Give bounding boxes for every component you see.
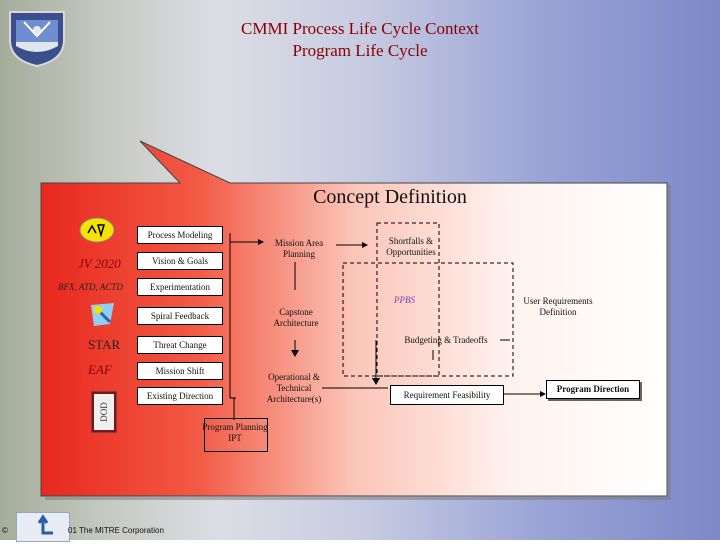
- footer-text: 01 The MITRE Corporation: [68, 526, 164, 535]
- capstone-architecture: Capstone Architecture: [273, 307, 319, 328]
- star-label: STAR: [88, 337, 121, 352]
- input-spiral-feedback: Spiral Feedback: [137, 307, 223, 325]
- input-vision-goals: Vision & Goals: [137, 252, 223, 270]
- copyright-symbol: ©: [2, 526, 8, 535]
- input-threat-change: Threat Change: [137, 336, 223, 354]
- page-subtitle: Program Life Cycle: [292, 41, 428, 60]
- operational-technical-architecture: Operational & Technical Architecture(s): [266, 372, 322, 404]
- user-requirements-definition: User Requirements Definition: [523, 296, 593, 317]
- book-icon: DOD: [91, 391, 117, 433]
- input-experimentation: Experimentation: [137, 278, 223, 296]
- mission-area-planning: Mission Area Planning: [274, 238, 324, 259]
- eaf-label: EAF: [88, 362, 112, 377]
- panel-title: Concept Definition: [313, 186, 467, 208]
- shortfalls-opportunities: Shortfalls & Opportunities: [386, 236, 436, 257]
- program-planning-ipt-label: Program Planning IPT: [202, 422, 268, 443]
- program-direction: Program Direction: [546, 380, 640, 399]
- budgeting-tradeoffs: Budgeting & Tradeoffs: [404, 335, 488, 345]
- input-existing-direction: Existing Direction: [137, 387, 223, 405]
- input-process-modeling: Process Modeling: [137, 226, 223, 244]
- return-button[interactable]: [16, 512, 70, 542]
- page-title: CMMI Process Life Cycle Context: [241, 19, 479, 38]
- jv-2020-label: JV 2020: [78, 256, 121, 271]
- program-planning-ipt-frame: [204, 418, 268, 452]
- requirement-feasibility: Requirement Feasibility: [390, 385, 504, 405]
- input-mission-shift: Mission Shift: [137, 362, 223, 380]
- svg-text:DOD: DOD: [99, 402, 109, 422]
- process-modeling-icon: [79, 217, 115, 243]
- feedback-graphic-icon: [91, 303, 114, 326]
- organization-seal-logo: [9, 11, 65, 68]
- ppbs-label: PPBS: [394, 295, 415, 305]
- bfx-label: BFX, ATD, ACTD: [58, 282, 123, 292]
- return-arrow-icon: [37, 514, 53, 535]
